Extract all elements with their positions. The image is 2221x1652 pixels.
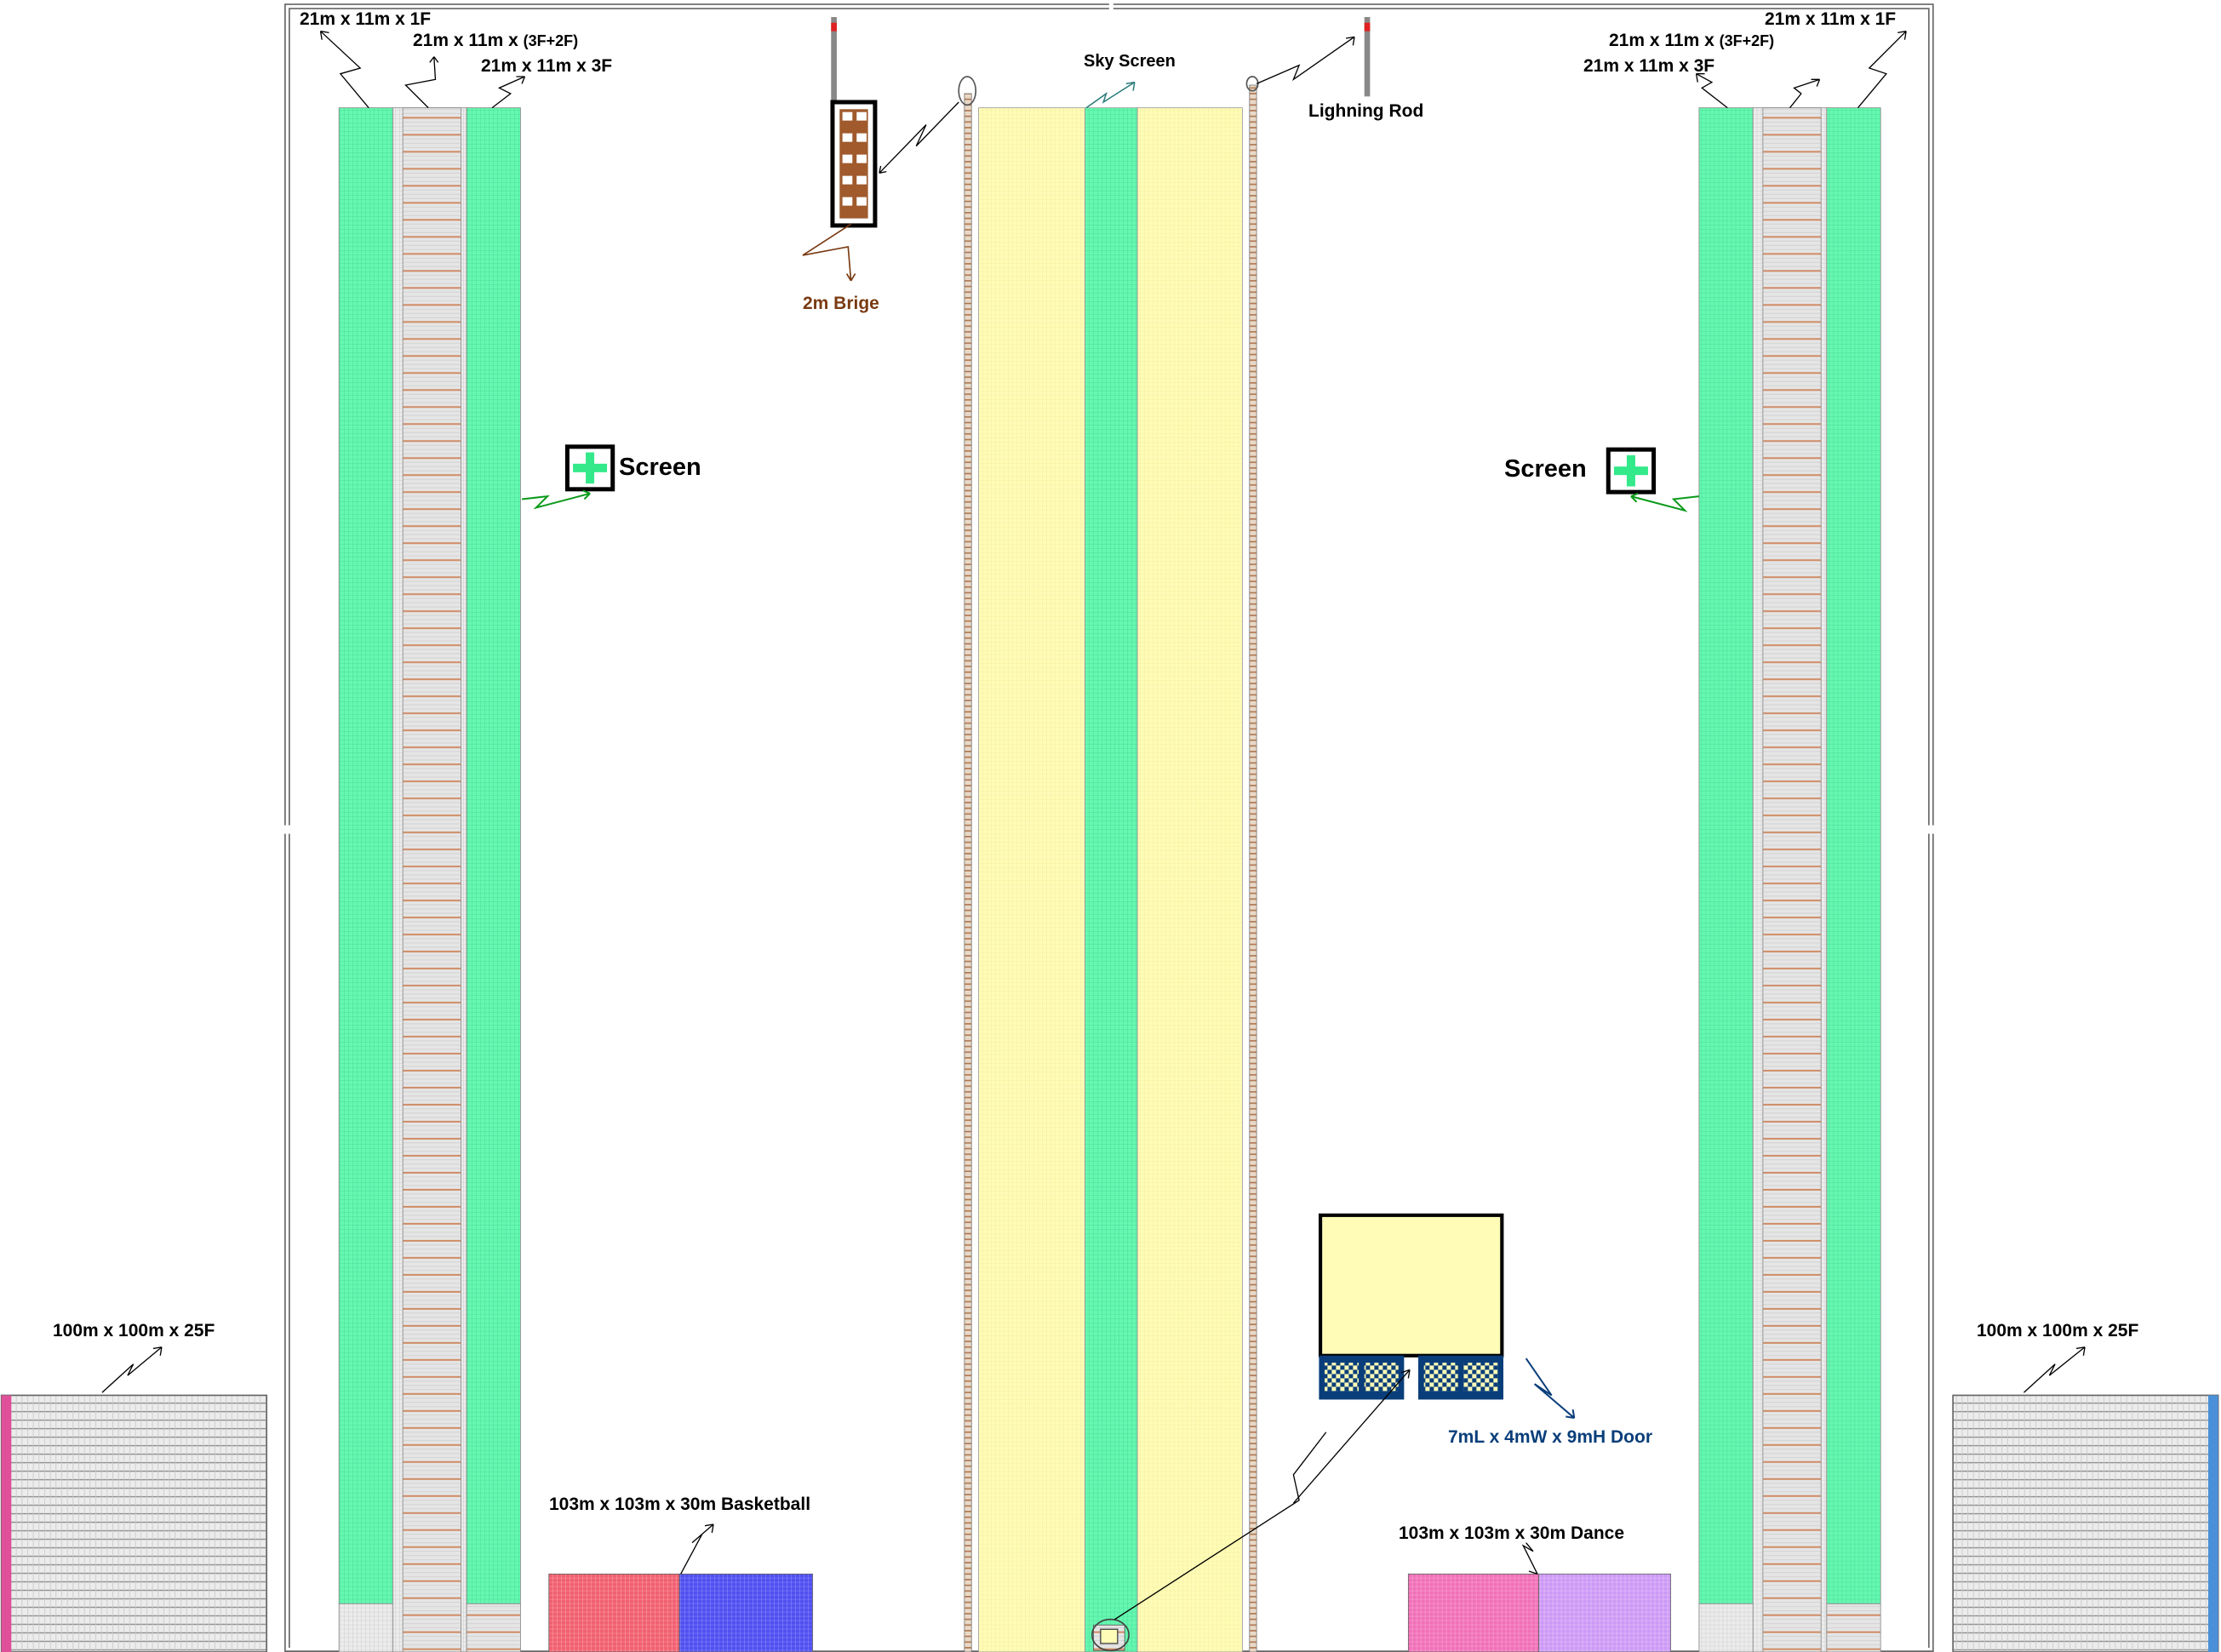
label-left-1f: 21m x 11m x 1F [300, 9, 432, 29]
label-left-3f2f: 21m x 11m x (3F+2F) [413, 31, 578, 49]
label-block-left: 100m x 100m x 25F [53, 1321, 215, 1340]
label-door: 7mL x 4mW x 9mH Door [1448, 1427, 1653, 1447]
label-dance-main: 103m x 103m x 30m [1399, 1523, 1566, 1543]
dance-court [1407, 1573, 1671, 1652]
label-sky-screen: Sky Screen [1084, 52, 1176, 71]
label-left-3f2f-suffix: (3F+2F) [523, 32, 579, 49]
ladder-bridge-icon [830, 100, 878, 228]
green-arrows [521, 489, 1700, 512]
basketball-court [548, 1573, 814, 1652]
label-right-3f2f-main: 21m x 11m x [1609, 31, 1720, 50]
label-lightning-rod: Lighning Rod [1308, 101, 1424, 121]
label-right-3f2f-suffix: (3F+2F) [1719, 32, 1775, 49]
label-bridge: 2m Brige [803, 294, 879, 313]
door-arrow [1525, 1358, 1576, 1420]
label-right-1f: 21m x 11m x 1F [1765, 9, 1897, 29]
label-right-3f2f: 21m x 11m x (3F+2F) [1609, 31, 1774, 49]
left-tower [338, 107, 521, 1652]
block-right [1952, 1394, 2219, 1652]
label-screen-right: Screen [1504, 455, 1587, 483]
leader-arrows [101, 31, 2086, 1621]
label-screen-left: Screen [619, 454, 701, 481]
screen-icon [564, 444, 1657, 494]
lightning-rod-icon [831, 17, 1371, 102]
label-basketball: 103m x 103m x 30m Basketball [549, 1495, 811, 1514]
label-right-3f: 21m x 11m x 3F [1583, 56, 1715, 76]
label-left-3f2f-main: 21m x 11m x [413, 31, 524, 50]
central-field [958, 76, 1259, 1652]
label-left-3f: 21m x 11m x 3F [481, 56, 613, 76]
label-block-right: 100m x 100m x 25F [1977, 1321, 2139, 1340]
right-tower [1698, 107, 1881, 1652]
brown-arrow [802, 223, 856, 282]
label-dance-suffix: Dance [1571, 1523, 1625, 1543]
door-icon [1318, 1213, 1504, 1400]
label-dance: 103m x 103m x 30m Dance [1399, 1524, 1624, 1542]
sky-arrow [1085, 81, 1136, 109]
block-left [0, 1394, 268, 1652]
